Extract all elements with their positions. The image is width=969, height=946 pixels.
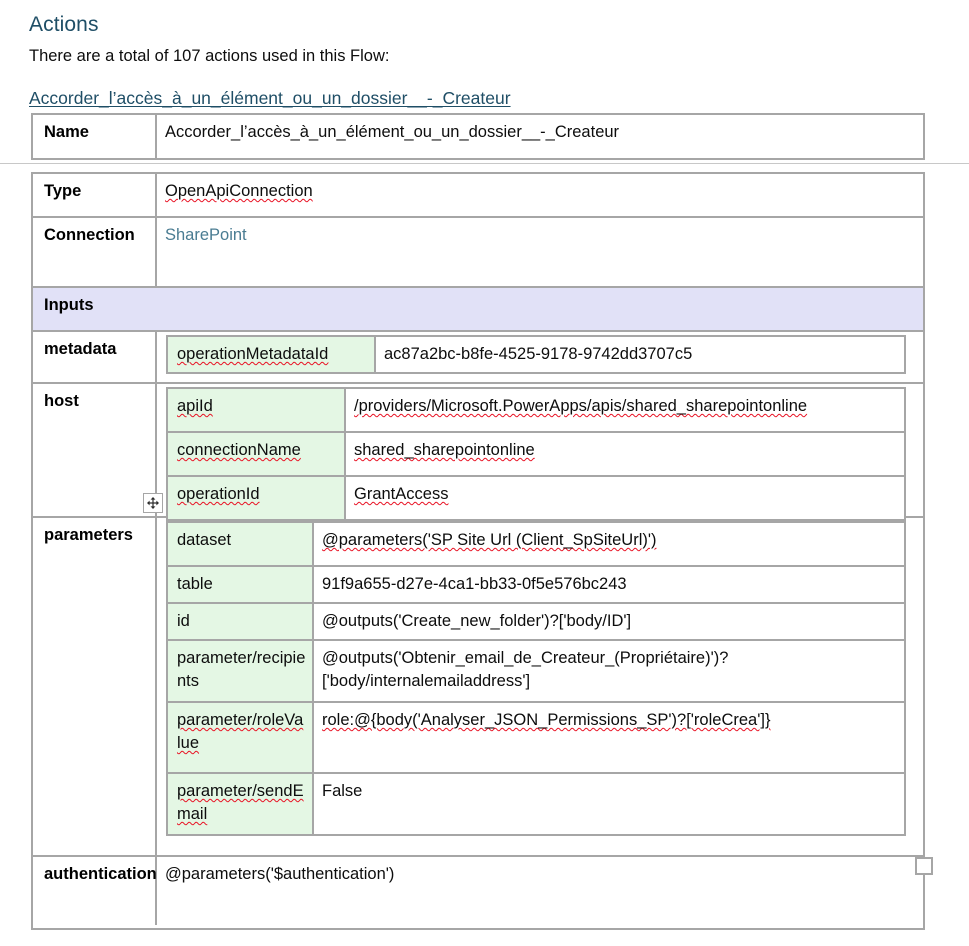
metadata-row: metadata operationMetadataId ac87a2bc-b8… bbox=[33, 332, 923, 384]
parameters-nested-table: dataset @parameters('SP Site Url (Client… bbox=[166, 521, 906, 836]
table-row: parameter/sendEmail False bbox=[168, 774, 904, 836]
nested-key-cell: parameter/sendEmail bbox=[168, 774, 314, 834]
connection-label-cell: Connection bbox=[33, 218, 157, 286]
table-row: id @outputs('Create_new_folder')?['body/… bbox=[168, 604, 904, 641]
type-value-cell: OpenApiConnection bbox=[165, 182, 313, 200]
host-nested-cell: apiId /providers/Microsoft.PowerApps/api… bbox=[157, 384, 923, 521]
name-table: Name Accorder_l’accès_à_un_élément_ou_un… bbox=[31, 113, 925, 160]
nested-value-cell: @parameters('SP Site Url (Client_SpSiteU… bbox=[322, 531, 657, 549]
nested-key-cell: dataset bbox=[168, 523, 314, 565]
table-row: operationId GrantAccess bbox=[168, 477, 904, 521]
table-resize-handle[interactable] bbox=[915, 857, 933, 875]
nested-key-cell: parameter/roleValue bbox=[168, 703, 314, 772]
authentication-label-cell: authentication bbox=[33, 857, 157, 925]
name-value-cell: Accorder_l’accès_à_un_élément_ou_un_doss… bbox=[165, 123, 620, 141]
connection-row: Connection SharePoint bbox=[33, 218, 923, 288]
move-arrows-icon bbox=[147, 497, 159, 509]
nested-key-cell: table bbox=[168, 567, 314, 602]
inputs-header-row: Inputs bbox=[33, 288, 923, 332]
nested-value-cell: role:@{body('Analyser_JSON_Permissions_S… bbox=[322, 711, 771, 729]
connection-value-cell[interactable]: SharePoint bbox=[157, 218, 923, 286]
table-row: dataset @parameters('SP Site Url (Client… bbox=[168, 523, 904, 567]
host-row: host apiId /providers/Microsoft.PowerApp… bbox=[33, 384, 923, 521]
host-label-cell: host bbox=[33, 384, 157, 516]
sharepoint-link[interactable]: SharePoint bbox=[165, 226, 247, 244]
metadata-label-cell: metadata bbox=[33, 332, 157, 382]
metadata-nested-table: operationMetadataId ac87a2bc-b8fe-4525-9… bbox=[166, 335, 906, 374]
inputs-header-cell: Inputs bbox=[33, 288, 923, 330]
parameters-label-cell: parameters bbox=[33, 518, 157, 855]
nested-key-cell: parameter/recipients bbox=[168, 641, 314, 701]
page-title: Actions bbox=[29, 13, 99, 36]
type-row: Type OpenApiConnection bbox=[33, 174, 923, 218]
action-detail-table: Type OpenApiConnection Connection ShareP… bbox=[31, 172, 925, 930]
parameters-row: parameters dataset @parameters('SP Site … bbox=[33, 518, 923, 857]
nested-value-cell: ac87a2bc-b8fe-4525-9178-9742dd3707c5 bbox=[384, 345, 693, 363]
nested-value-cell: shared_sharepointonline bbox=[354, 441, 535, 459]
nested-value-cell: /providers/Microsoft.PowerApps/apis/shar… bbox=[354, 397, 808, 415]
type-label-cell: Type bbox=[33, 174, 157, 216]
nested-value-cell: @outputs('Obtenir_email_de_Createur_(Pro… bbox=[322, 649, 729, 690]
table-move-handle[interactable] bbox=[143, 493, 163, 513]
intro-paragraph: There are a total of 107 actions used in… bbox=[29, 47, 390, 65]
nested-value-cell: @outputs('Create_new_folder')?['body/ID'… bbox=[322, 612, 632, 630]
action-heading-link[interactable]: Accorder_l’accès_à_un_élément_ou_un_doss… bbox=[29, 88, 511, 108]
table-row: table 91f9a655-d27e-4ca1-bb33-0f5e576bc2… bbox=[168, 567, 904, 604]
metadata-nested-cell: operationMetadataId ac87a2bc-b8fe-4525-9… bbox=[157, 332, 923, 382]
nested-key-cell: apiId bbox=[168, 389, 346, 431]
table-row: operationMetadataId ac87a2bc-b8fe-4525-9… bbox=[168, 337, 904, 374]
page-break-rule bbox=[0, 163, 969, 164]
nested-key-cell: operationId bbox=[168, 477, 346, 519]
table-row: parameter/recipients @outputs('Obtenir_e… bbox=[168, 641, 904, 703]
table-row: connectionName shared_sharepointonline bbox=[168, 433, 904, 477]
nested-value-cell: 91f9a655-d27e-4ca1-bb33-0f5e576bc243 bbox=[322, 575, 627, 593]
nested-value-cell: False bbox=[322, 782, 363, 800]
nested-key-cell: operationMetadataId bbox=[168, 337, 376, 372]
table-row: parameter/roleValue role:@{body('Analyse… bbox=[168, 703, 904, 774]
authentication-value-cell: @parameters('$authentication') bbox=[165, 865, 395, 883]
parameters-nested-cell: dataset @parameters('SP Site Url (Client… bbox=[157, 518, 923, 855]
nested-key-cell: id bbox=[168, 604, 314, 639]
nested-key-cell: connectionName bbox=[168, 433, 346, 475]
table-row: apiId /providers/Microsoft.PowerApps/api… bbox=[168, 389, 904, 433]
nested-value-cell: GrantAccess bbox=[354, 485, 449, 503]
host-nested-table: apiId /providers/Microsoft.PowerApps/api… bbox=[166, 387, 906, 521]
authentication-row: authentication @parameters('$authenticat… bbox=[33, 857, 923, 925]
name-label-cell: Name bbox=[33, 115, 157, 158]
